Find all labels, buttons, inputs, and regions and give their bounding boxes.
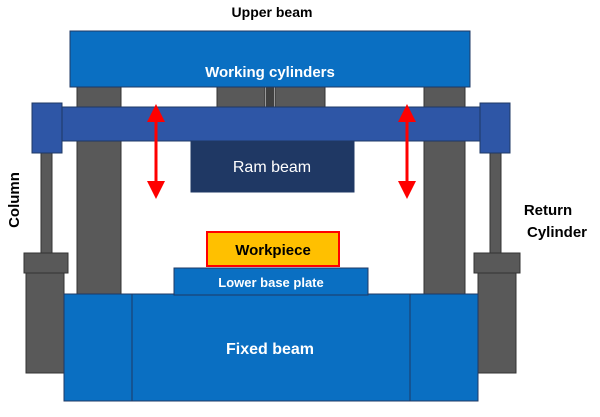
return-rod-left xyxy=(40,149,53,256)
lower-base-plate-label: Lower base plate xyxy=(218,275,323,290)
cylinder-rod-center xyxy=(266,85,274,107)
column-label: Column xyxy=(6,172,23,228)
return-cylinder-body-left xyxy=(25,272,65,374)
crossbar-end-left xyxy=(31,102,63,154)
cylinder-stub-right xyxy=(274,84,326,108)
cylinder-stub-left xyxy=(216,84,266,108)
working-cylinders-block xyxy=(69,30,471,88)
workpiece-block xyxy=(206,231,340,267)
return-cylinder-cap-left xyxy=(23,252,69,274)
crossbar-end-right xyxy=(479,102,511,154)
fixed-beam-label: Fixed beam xyxy=(226,341,314,358)
return-cylinder-label-line1: Return xyxy=(524,202,572,219)
upper-beam-label: Upper beam xyxy=(232,4,313,20)
return-cylinder-label-line2: Cylinder xyxy=(527,224,587,241)
ram-beam-block xyxy=(190,140,355,193)
ram-beam-label: Ram beam xyxy=(233,159,311,176)
return-cylinder-body-right xyxy=(477,272,517,374)
working-cylinders-label: Working cylinders xyxy=(205,64,335,81)
ram-crossbar xyxy=(61,106,481,142)
lower-base-plate xyxy=(173,267,369,296)
fixed-beam-left xyxy=(63,293,133,402)
workpiece-label: Workpiece xyxy=(235,242,311,259)
fixed-beam-right xyxy=(409,293,479,402)
return-rod-right xyxy=(489,149,502,256)
return-cylinder-cap-right xyxy=(473,252,521,274)
